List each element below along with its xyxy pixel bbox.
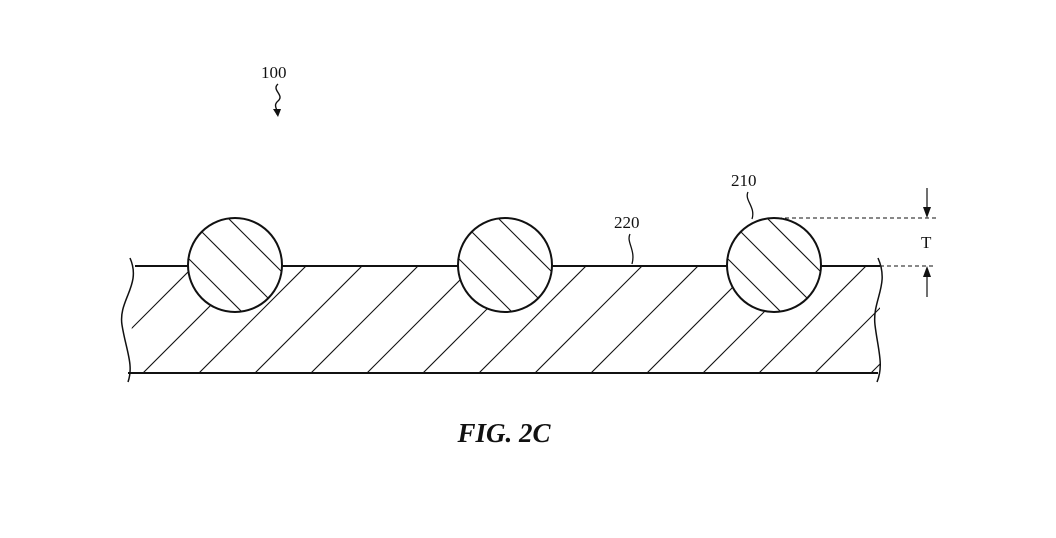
layer-label: 220 bbox=[614, 213, 640, 232]
hatch-line bbox=[188, 218, 282, 312]
particle-leader bbox=[746, 191, 754, 220]
thickness-label: T bbox=[921, 233, 932, 252]
hatch-line bbox=[787, 266, 880, 373]
assembly-leader-arrow bbox=[273, 83, 281, 117]
layer-leader bbox=[628, 233, 634, 265]
hatch-line bbox=[956, 240, 1056, 400]
thickness-dimension bbox=[778, 188, 936, 297]
hatch-line bbox=[727, 218, 821, 312]
hatch-line bbox=[727, 218, 821, 312]
hatch-line bbox=[188, 218, 282, 312]
hatch-line bbox=[458, 218, 552, 312]
assembly-label: 100 bbox=[261, 63, 287, 82]
hatch-line bbox=[458, 218, 552, 312]
particle-label: 210 bbox=[731, 171, 757, 190]
figure-caption: FIG. 2C bbox=[456, 418, 551, 448]
hatch-line bbox=[900, 240, 1056, 400]
